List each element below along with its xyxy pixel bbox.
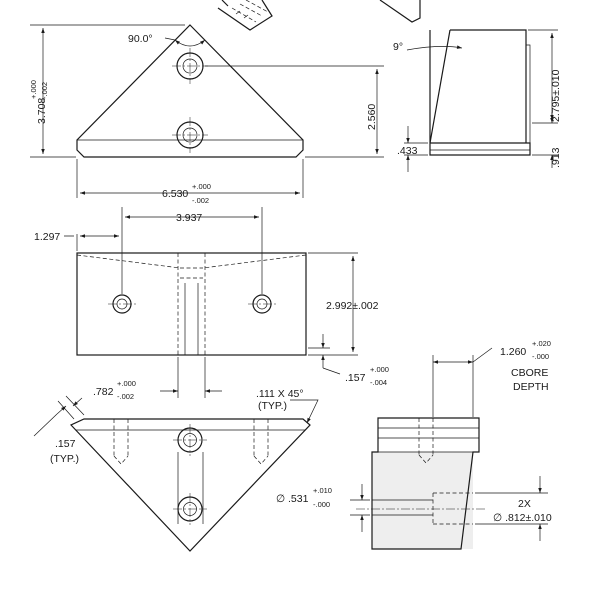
- hole-dia-plus-label: +.010: [313, 486, 332, 495]
- cbore-depth-minus-label: -.000: [532, 352, 549, 361]
- cbore-diameter-dimension: 2X ∅ .812±.010: [475, 476, 552, 541]
- slot-plus-label: +.000: [117, 379, 136, 388]
- side-base-label: .433: [397, 145, 418, 157]
- hole-spacing-dimension: 3.937: [121, 207, 263, 294]
- hole-spacing-label: 3.937: [176, 212, 202, 224]
- top-view: [76, 252, 307, 356]
- bottom-view-triangle: [69, 418, 311, 552]
- side-base-dimension: .433: [397, 126, 428, 172]
- relief-dimension: .157 +.000 -.004: [308, 334, 389, 387]
- cbore-depth-main-label: 1.260: [500, 346, 526, 358]
- width-dimension: 6.530 +.000 -.002: [76, 159, 304, 205]
- top-cropped-views: [217, 0, 421, 31]
- hole-diameter-dimension: ∅ .531 +.010 -.000: [276, 484, 370, 532]
- cbore-dia-label: ∅ .812±.010: [493, 512, 552, 524]
- relief-minus-label: -.004: [370, 378, 387, 387]
- relief-main-label: .157: [345, 372, 366, 384]
- hole-dia-symbol: ∅: [276, 493, 285, 505]
- chamfer-label: .111 X 45°: [256, 388, 304, 400]
- cbore-label-2: DEPTH: [513, 381, 549, 393]
- cbore-qty-label: 2X: [518, 498, 531, 510]
- slot-width-dimension: .782 +.000 -.002: [93, 357, 222, 401]
- hole-offset-label: 1.297: [34, 231, 60, 243]
- side-view: [429, 29, 531, 156]
- hole-offset-dimension: 1.297: [34, 231, 119, 251]
- chamfer-callout: .111 X 45° (TYP.): [256, 388, 319, 424]
- height-minus-label: -.002: [40, 82, 49, 99]
- depth-label: 2.992±.002: [326, 300, 379, 312]
- front-view-triangle: [76, 24, 304, 158]
- width-minus-label: -.002: [192, 196, 209, 205]
- cbore-depth-dimension: 1.260 +.020 -.000 CBORE DEPTH: [432, 339, 551, 417]
- height-plus-label: +.000: [29, 80, 38, 99]
- side-height-dimension: 2.795±.010: [528, 29, 562, 124]
- side-angle-dimension: 9°: [393, 41, 463, 53]
- side-bottom-label: .913: [550, 147, 562, 168]
- edge-typ-label: (TYP.): [50, 453, 79, 465]
- side-height-label: 2.795±.010: [550, 69, 562, 122]
- angle-90-label: 90.0°: [128, 33, 153, 45]
- relief-plus-label: +.000: [370, 365, 389, 374]
- height-main-label: 3.708: [36, 98, 48, 124]
- depth-dimension: 2.992±.002: [308, 252, 379, 356]
- width-plus-label: +.000: [192, 182, 211, 191]
- hole-height-label: 2.560: [366, 104, 378, 130]
- slot-main-label: .782: [93, 386, 114, 398]
- side-bottom-dimension: .913: [532, 112, 562, 168]
- cbore-depth-plus-label: +.020: [532, 339, 551, 348]
- slot-minus-label: -.002: [117, 392, 134, 401]
- edge-main-label: .157: [55, 438, 76, 450]
- hole-dia-minus-label: -.000: [313, 500, 330, 509]
- angle-dimension: 90.0°: [128, 33, 206, 47]
- section-view: [356, 417, 486, 550]
- width-main-label: 6.530: [162, 188, 188, 200]
- height-dimension-left: 3.708 +.000 -.002: [29, 24, 185, 158]
- cbore-label-1: CBORE: [511, 367, 548, 379]
- hole-dia-main-label: .531: [288, 493, 309, 505]
- edge-dimension: .157 (TYP.): [33, 395, 85, 465]
- side-angle-label: 9°: [393, 41, 403, 53]
- hole-height-dimension: 2.560: [205, 65, 384, 158]
- chamfer-typ-label: (TYP.): [258, 400, 287, 412]
